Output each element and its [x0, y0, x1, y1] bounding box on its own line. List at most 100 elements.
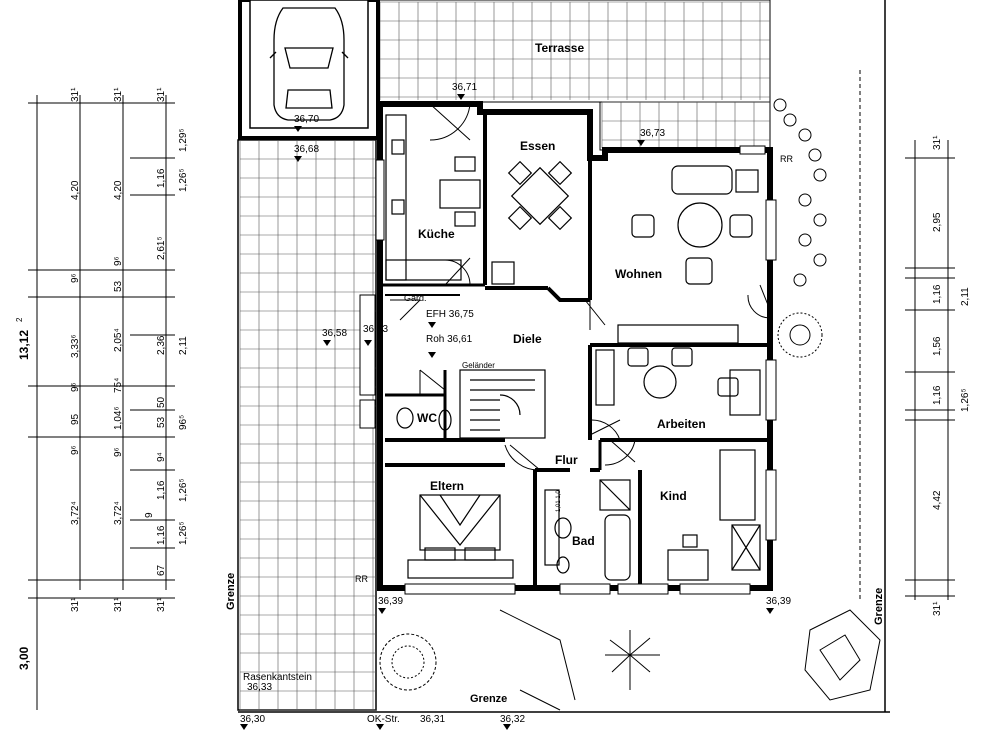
dim-label: 9⁶ [70, 382, 81, 392]
dim-label: 4,42 [932, 490, 943, 510]
dim-label: 3,72⁴ [113, 501, 124, 525]
dim-label: 9⁶ [70, 445, 81, 455]
dim-label: 31¹ [932, 601, 943, 616]
room-label-bad: Bad [572, 534, 595, 548]
dim-label: 53 [156, 416, 167, 428]
room-label-kind: Kind [660, 489, 687, 503]
room-label-essen: Essen [520, 139, 555, 153]
dim-label: 2,11 [960, 287, 971, 306]
doors [390, 103, 771, 471]
level-markers [240, 94, 774, 730]
level-3630: 36,30 [240, 714, 265, 725]
right-dimension-labels: 31¹ 2,95 1,16 1,56 1,16 4,42 31¹ 2,11 1,… [932, 135, 971, 616]
annotations: Gard. EFH 36,75 Roh 36,61 Geländer Rasen… [225, 154, 885, 725]
dim-label: 96⁵ [178, 415, 189, 430]
dim-label: 31¹ [113, 87, 124, 102]
dim-label: 1,26⁵ [178, 521, 189, 545]
note-efh: EFH 36,75 [426, 309, 474, 320]
dim-label: 3,33⁶ [70, 334, 81, 358]
dim-label: 1,26⁵ [178, 168, 189, 192]
level-3673a: 36,73 [640, 128, 665, 139]
note-rr-top: RR [780, 154, 793, 164]
left-dimension-chains [28, 95, 175, 710]
dim-label: 1,29⁵ [178, 128, 189, 152]
rock-garden [804, 609, 881, 701]
garage [238, 0, 380, 140]
dim-label: 9 [144, 512, 155, 518]
note-gard: Gard. [404, 293, 427, 303]
dim-total-sup: 2 [15, 317, 24, 322]
furniture [385, 114, 761, 581]
dim-label: 53 [113, 280, 124, 292]
dim-label: 2,05⁴ [113, 328, 124, 352]
dim-total: 13,12 [17, 330, 31, 360]
dim-label: 1,16 [156, 480, 167, 500]
dim-label: 31¹ [113, 597, 124, 612]
dim-label: 1,26⁵ [960, 388, 971, 412]
dim-label: 31¹ [156, 597, 167, 612]
car-icon [269, 7, 349, 121]
dim-label: 67 [156, 564, 167, 576]
room-label-wc: WC [417, 411, 437, 425]
dim-label: 1,16 [156, 168, 167, 188]
level-3639a: 36,39 [378, 596, 403, 607]
dim-label: 31¹ [932, 135, 943, 150]
level-3670: 36,70 [294, 114, 319, 125]
note-grenze-bottom: Grenze [470, 693, 507, 705]
garden-elements [379, 70, 881, 711]
dim-label: 31¹ [156, 87, 167, 102]
dim-bottom: 3,00 [17, 646, 31, 670]
note-grenze-right: Grenze [873, 588, 885, 625]
dim-label: 9⁴ [156, 452, 167, 462]
dim-label: 1,16 [932, 284, 943, 304]
dim-label: 4,20 [70, 180, 81, 200]
dim-col-1: 31¹ 4,20 9⁶ 3,33⁶ 9⁶ 95 9⁶ 3,72⁴ 31¹ [70, 87, 81, 612]
bush-icon [379, 633, 437, 691]
room-label-terrasse: Terrasse [535, 41, 584, 55]
room-label-diele: Diele [513, 332, 542, 346]
terrace-paving [377, 0, 771, 151]
level-3658: 36,58 [322, 328, 347, 339]
stone-path [773, 98, 827, 287]
level-3673b: 36,73 [363, 324, 388, 335]
driveway-paving [237, 139, 377, 711]
room-label-flur: Flur [555, 453, 578, 467]
windows [359, 145, 777, 595]
level-3633: 36,33 [247, 682, 272, 693]
dim-label: 3,72⁴ [70, 501, 81, 525]
note-roh: Roh 36,61 [426, 334, 473, 345]
dim-label: 31¹ [70, 87, 81, 102]
level-labels: 36,71 36,70 36,68 36,73 36,58 36,73 36,3… [240, 82, 791, 725]
room-label-wohnen: Wohnen [615, 267, 662, 281]
level-3671: 36,71 [452, 82, 477, 93]
dim-label: 2,61⁵ [156, 236, 167, 260]
dim-label: 2,95 [932, 212, 943, 232]
room-label-arbeiten: Arbeiten [657, 417, 706, 431]
dim-label: 75⁴ [113, 378, 124, 393]
note-gelaender: Geländer [462, 361, 495, 370]
dim-label: 50 [156, 396, 167, 408]
dim-label: 31¹ [70, 597, 81, 612]
note-grenze-left: Grenze [225, 573, 237, 610]
level-3639b: 36,39 [766, 596, 791, 607]
dim-label: 1,56 [932, 336, 943, 356]
note-rr-bottom: RR [355, 574, 368, 584]
plant-icon [605, 630, 660, 690]
dim-label: 1,16 [932, 385, 943, 405]
dim-label: 1,16 [156, 525, 167, 545]
dim-col-3: 31¹ 1,16 2,61⁵ 2,36 50 53 9⁴ 1,16 9 1,16… [144, 87, 167, 612]
dim-label: 2,11 [178, 336, 189, 355]
dim-label: 1,04⁶ [113, 406, 124, 430]
room-label-kueche: Küche [418, 227, 455, 241]
dim-col-2: 31¹ 4,20 9⁶ 53 2,05⁴ 75⁴ 1,04⁶ 9⁶ 3,72⁴ … [113, 87, 124, 612]
house-walls [377, 101, 773, 591]
room-label-eltern: Eltern [430, 479, 464, 493]
dim-label: 2,36 [156, 335, 167, 355]
left-dimension-labels: 13,12 3,00 31¹ 4,20 9⁶ 3,33⁶ 9⁶ 95 9⁶ 3,… [17, 87, 189, 670]
dim-col-4: 1,29⁵ 1,26⁵ 2,11 96⁵ 1,26⁵ 1,26⁵ [178, 128, 189, 545]
right-dimension-chains [905, 140, 955, 600]
dim-label: 9⁶ [70, 273, 81, 283]
note-bad-dims: 1,01 1,0 [556, 490, 562, 512]
dim-label: 9⁶ [113, 256, 124, 266]
